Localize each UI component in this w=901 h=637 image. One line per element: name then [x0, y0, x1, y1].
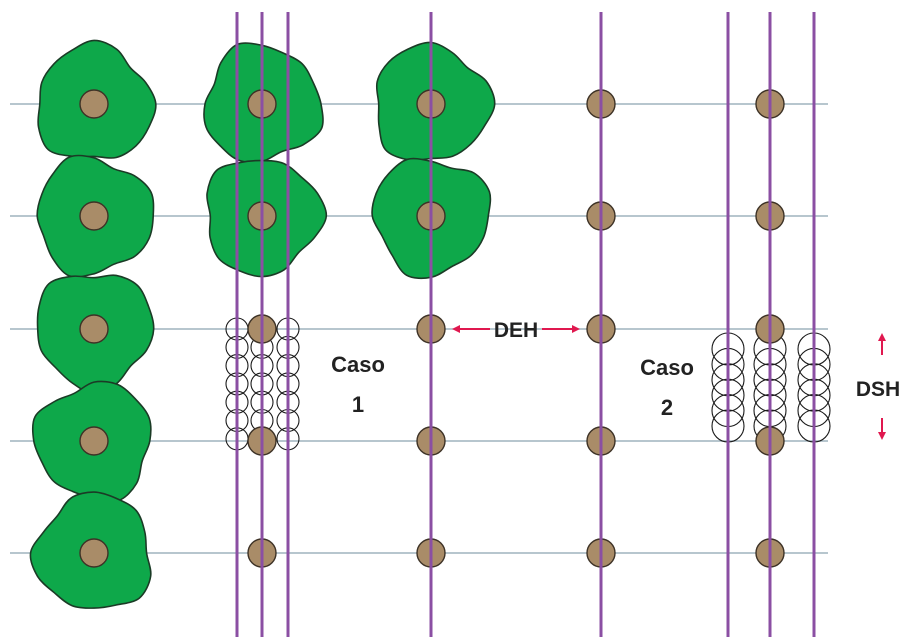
case2-label-number: 2 — [661, 395, 673, 420]
tree-trunk — [79, 89, 109, 119]
tree-trunk — [79, 314, 109, 344]
tree-trunk — [79, 426, 109, 456]
dsh-label: DSH — [856, 378, 900, 401]
distance-arrows — [452, 325, 886, 440]
deh-label: DEH — [494, 319, 538, 342]
case1-label-number: 1 — [352, 392, 364, 417]
case2-label-word: Caso — [640, 355, 694, 380]
tree-trunk — [79, 201, 109, 231]
labels: Caso 1 Caso 2 DEH DSH — [331, 319, 900, 420]
tree-trunk — [79, 538, 109, 568]
path-lines — [235, 12, 816, 637]
case1-label-word: Caso — [331, 352, 385, 377]
